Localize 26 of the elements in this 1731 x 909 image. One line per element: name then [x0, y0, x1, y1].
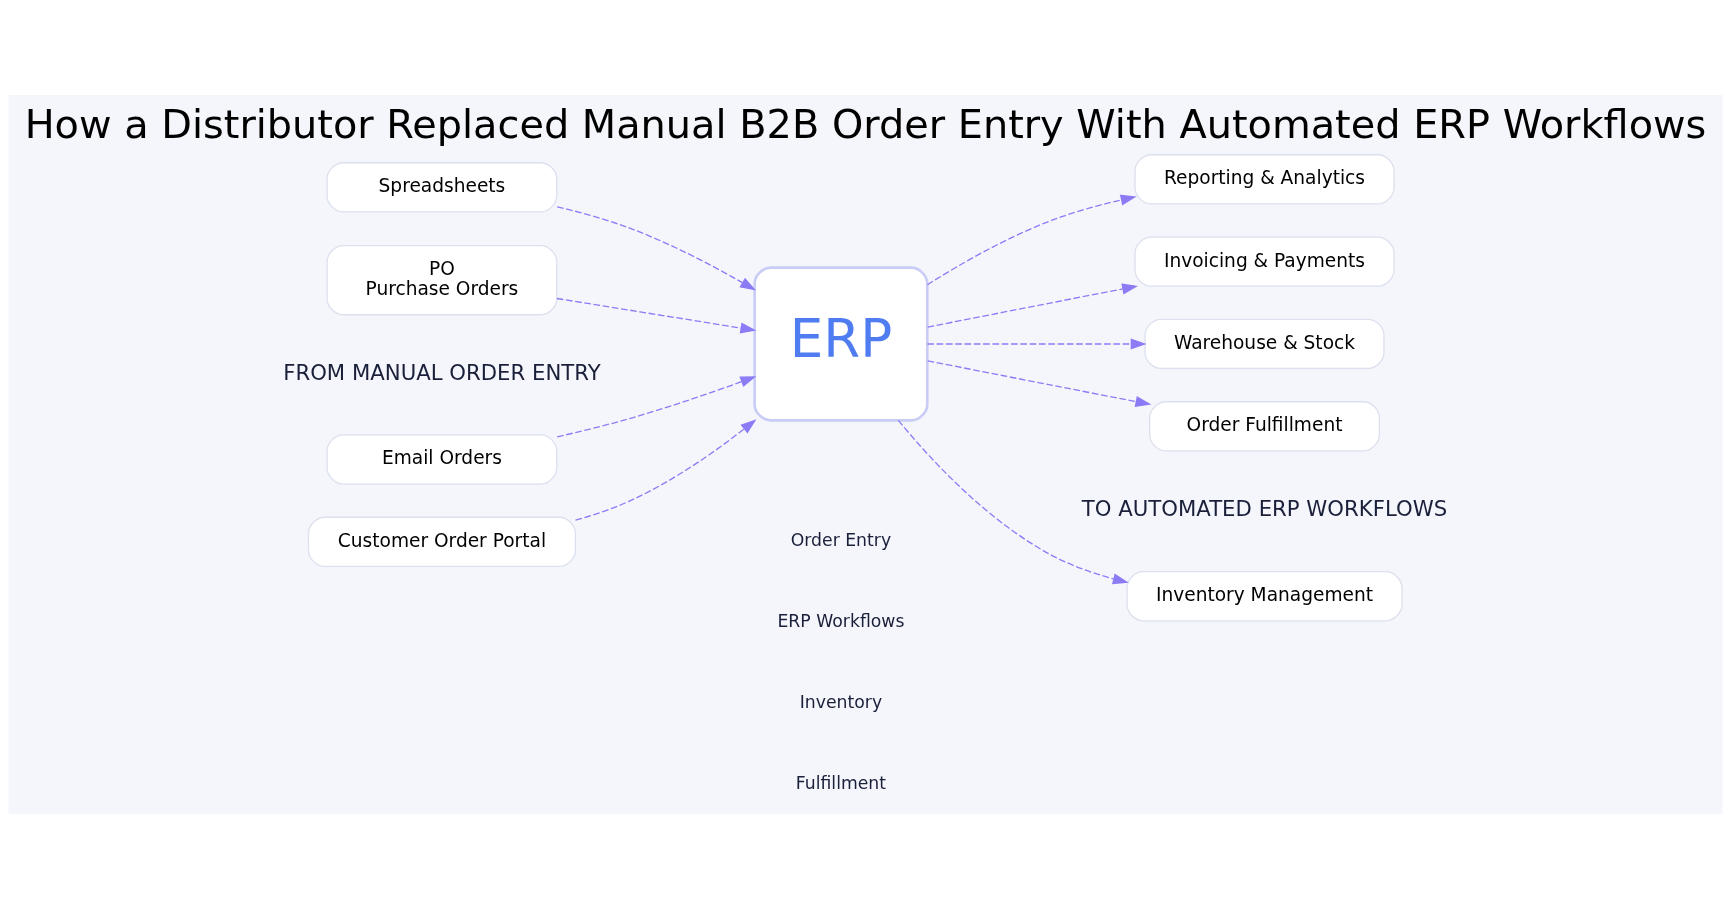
- arrow: [926, 338, 1147, 350]
- label: Order Entry: [790, 530, 892, 551]
- label: TO AUTOMATED ERP WORKFLOWS: [1081, 496, 1448, 522]
- arrow: [556, 297, 757, 334]
- node-box: Warehouse & Stock: [1144, 318, 1385, 370]
- arrow: [927, 360, 1152, 408]
- node-box: ERP: [753, 266, 929, 422]
- arrow: [926, 194, 1137, 286]
- label: FROM MANUAL ORDER ENTRY: [283, 359, 601, 385]
- label: Fulfillment: [795, 773, 887, 794]
- label: ERP Workflows: [777, 611, 905, 632]
- label: Inventory: [799, 692, 883, 713]
- node-box: Inventory Management: [1126, 571, 1403, 622]
- node-box: Spreadsheets: [326, 162, 558, 213]
- arrow: [556, 376, 757, 438]
- node-box: Order Fulfillment: [1149, 401, 1381, 452]
- node-box: Reporting & Analytics: [1134, 154, 1395, 205]
- diagram-title: How a Distributor Replaced Manual B2B Order Entry With Automated ERP Workflows: [24, 100, 1707, 147]
- node-box: Customer Order Portal: [307, 516, 577, 568]
- arrow: [574, 419, 757, 521]
- node-box: Email Orders: [326, 434, 558, 485]
- arrow: [927, 283, 1139, 328]
- node-box: PO Purchase Orders: [326, 245, 558, 316]
- node-box: Invoicing & Payments: [1134, 236, 1395, 287]
- arrow: [556, 206, 757, 291]
- arrow: [897, 419, 1129, 585]
